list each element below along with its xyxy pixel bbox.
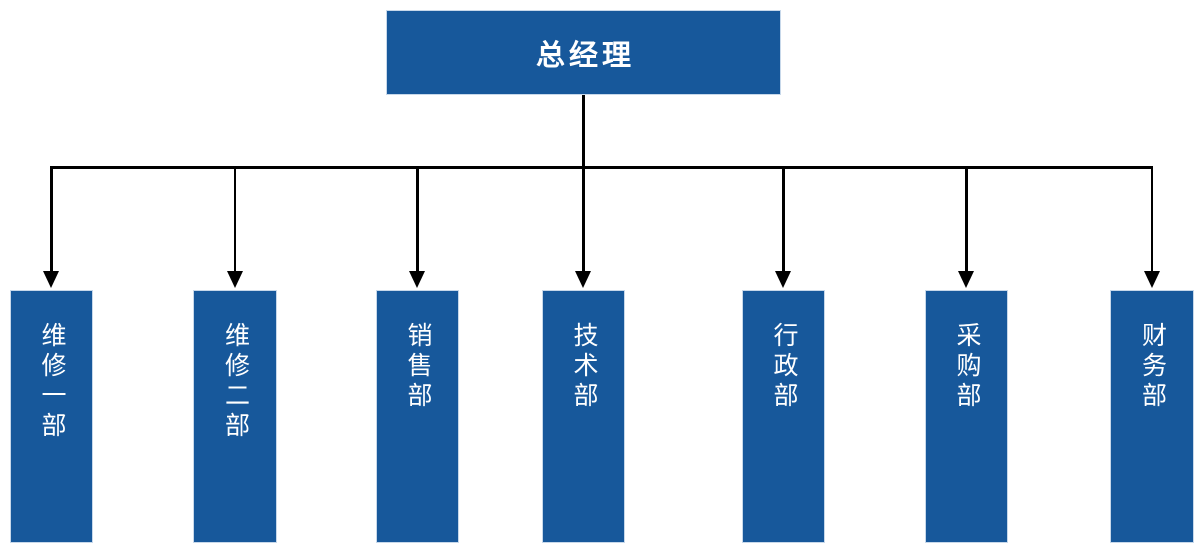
arrow-down-icon <box>775 271 791 288</box>
connector-drop-4 <box>582 166 585 272</box>
org-node-dept-1: 维修一部 <box>10 290 93 543</box>
connector-drop-1 <box>50 166 53 272</box>
connector-drop-6 <box>965 166 968 272</box>
arrow-down-icon <box>575 271 591 288</box>
org-node-dept-3: 销售部 <box>376 290 459 543</box>
org-node-general-manager-label: 总经理 <box>535 39 635 72</box>
org-node-dept-1-label: 维修一部 <box>38 322 66 442</box>
org-node-dept-6: 采购部 <box>925 290 1008 543</box>
org-node-dept-4: 技术部 <box>542 290 625 543</box>
org-node-dept-6-label: 采购部 <box>953 322 981 412</box>
org-node-dept-2: 维修二部 <box>193 290 277 543</box>
connector-drop-5 <box>782 166 785 272</box>
org-node-dept-5: 行政部 <box>742 290 825 543</box>
arrow-down-icon <box>409 271 425 288</box>
connector-drop-3 <box>416 166 419 272</box>
org-node-dept-7-label: 财务部 <box>1138 322 1167 412</box>
org-node-dept-5-label: 行政部 <box>770 322 798 412</box>
arrow-down-icon <box>226 271 243 288</box>
org-node-dept-4-label: 技术部 <box>570 322 598 412</box>
org-node-dept-3-label: 销售部 <box>404 322 432 412</box>
connector-drop-2 <box>233 166 237 272</box>
arrow-down-icon <box>958 271 974 288</box>
connector-drop-7 <box>1150 166 1154 272</box>
org-node-dept-2-label: 维修二部 <box>221 322 250 442</box>
org-node-dept-7: 财务部 <box>1110 290 1194 543</box>
connector-horizontal-bar <box>50 166 1154 169</box>
org-node-general-manager: 总经理 <box>386 10 781 95</box>
arrow-down-icon <box>43 271 59 288</box>
connector-stem <box>582 95 585 166</box>
arrow-down-icon <box>1143 271 1160 288</box>
